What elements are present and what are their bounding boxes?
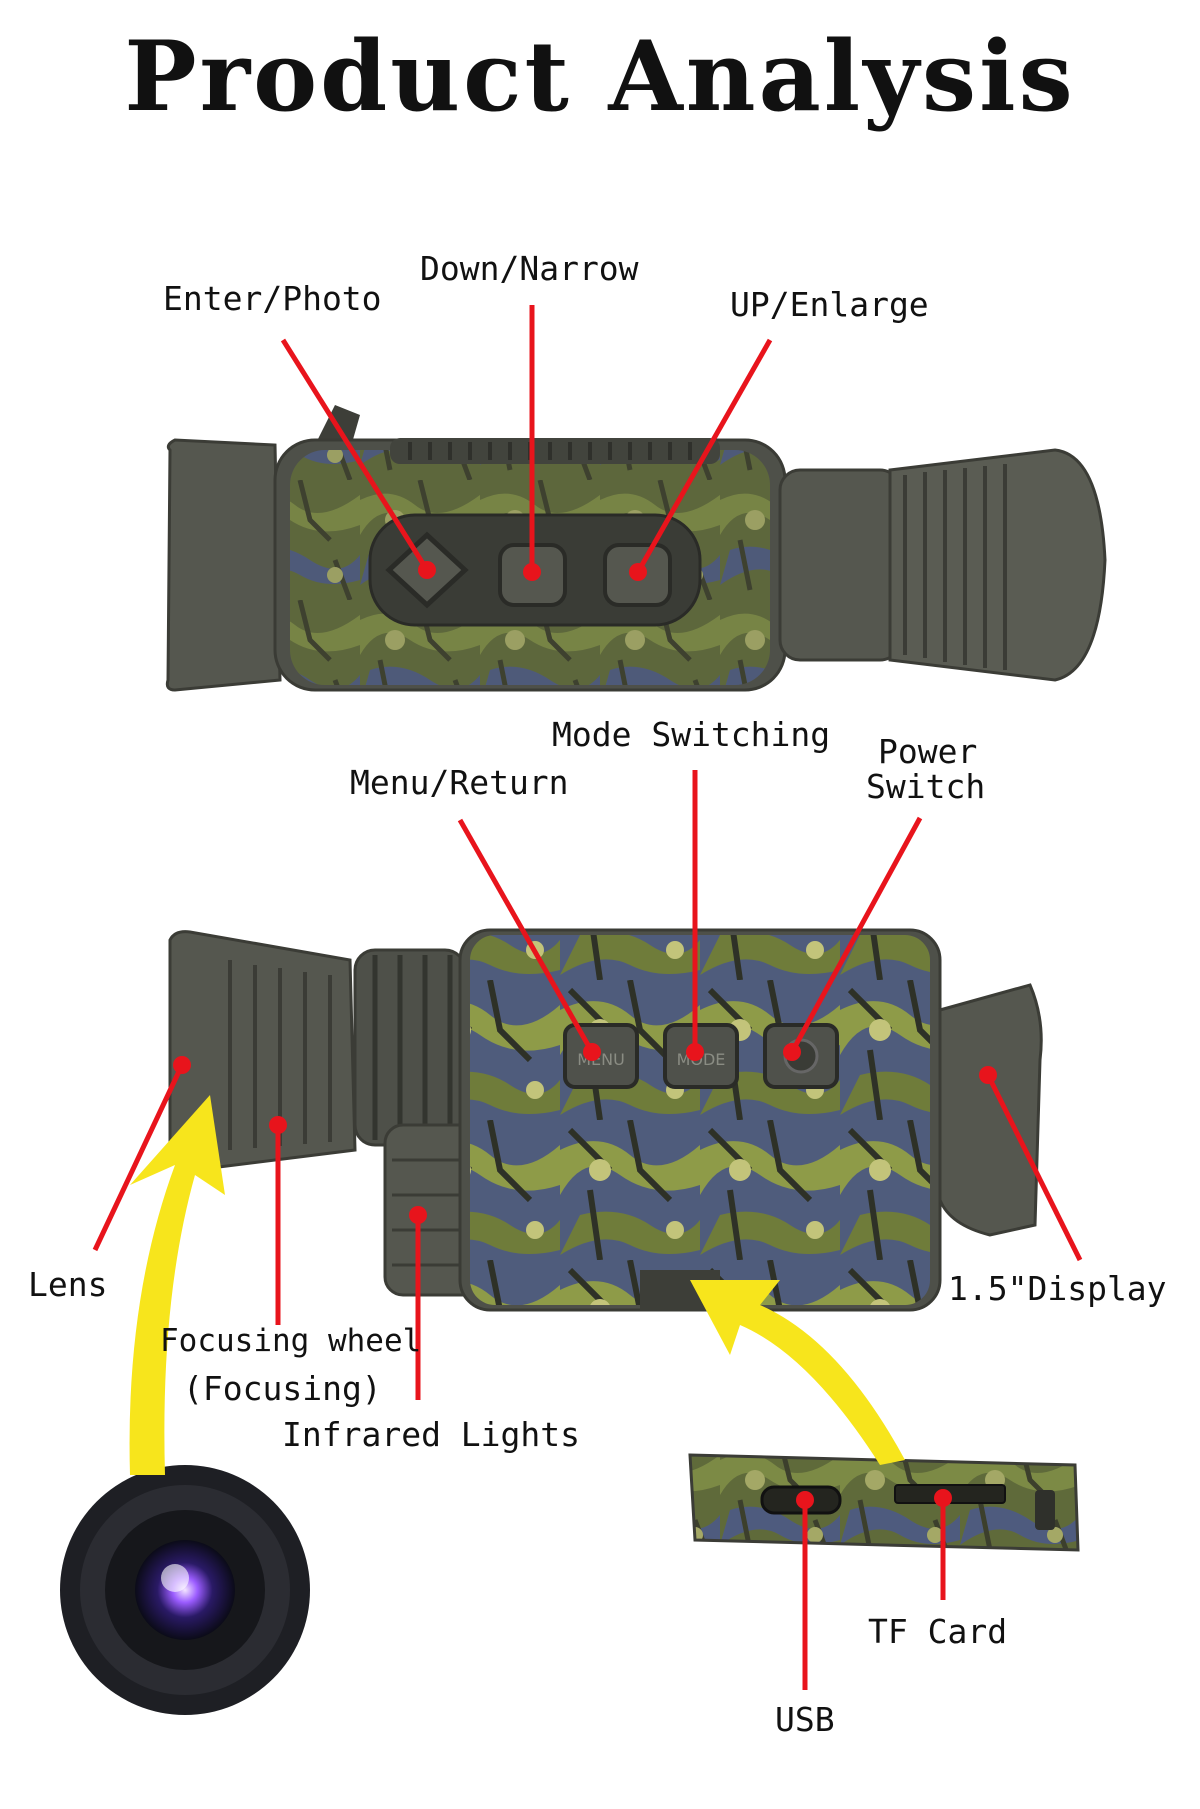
pointer-dot [783,1043,801,1061]
label-up-enlarge: UP/Enlarge [730,285,929,324]
lens-closeup [60,1465,310,1715]
middle-device: MENU MODE [168,928,1043,1312]
label-enter-photo: Enter/Photo [163,279,382,318]
label-focusing-wheel-line2: (Focusing) [183,1369,382,1408]
pointer-dot [269,1116,287,1134]
label-usb: USB [775,1700,835,1739]
pointer-dot [979,1066,997,1084]
label-down-narrow: Down/Narrow [420,249,639,288]
label-power-switch-line1: Power [878,732,978,771]
label-display: 1.5"Display [948,1269,1167,1308]
pointer-dot [523,563,541,581]
pointer-lens [92,1063,185,1252]
pointer-dot [629,563,647,581]
label-mode-switching: Mode Switching [552,715,831,754]
pointer-up-enlarge [635,338,773,574]
label-tf-card: TF Card [868,1612,1008,1651]
pointer-dot [934,1489,952,1507]
port-strip [688,1453,1080,1552]
pointer-dot [418,561,436,579]
pointer-dot [583,1043,601,1061]
label-power-switch-line2: Switch [866,767,986,806]
page-title: Product Analysis [124,20,1076,133]
label-menu-return: Menu/Return [350,763,569,802]
top-device [165,405,1107,692]
port-arrow [690,1280,905,1465]
pointer-dot [796,1491,814,1509]
label-infrared-lights: Infrared Lights [282,1415,581,1454]
pointer-display [985,1073,1083,1262]
lens-arrow [129,1095,225,1475]
pointer-enter-photo [280,338,430,572]
pointer-dot [686,1043,704,1061]
pointer-dot [173,1056,191,1074]
menu-return-button[interactable]: MENU [563,1023,639,1089]
label-lens: Lens [28,1265,108,1304]
pointer-power-switch [789,816,923,1054]
label-focusing-wheel-line1: Focusing wheel [160,1323,422,1359]
pointer-dot [409,1206,427,1224]
pointer-menu-return [457,818,595,1054]
display-hood [938,983,1043,1237]
